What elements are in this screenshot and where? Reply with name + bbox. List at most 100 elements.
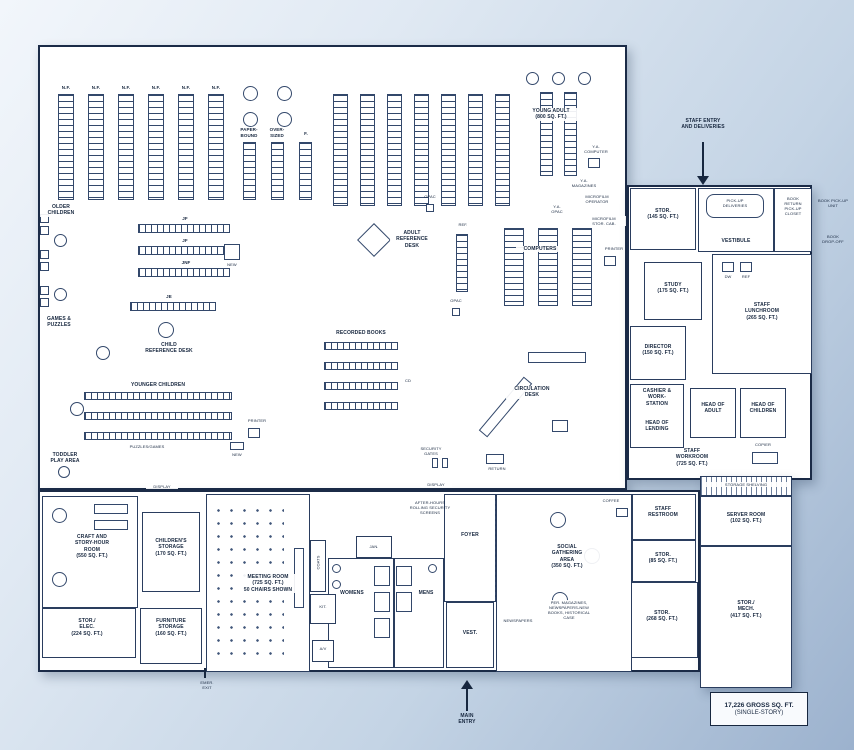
carrel [40, 226, 49, 235]
newspapers-label: NEWSPAPERS [503, 618, 533, 623]
round-table [526, 72, 539, 85]
circulation-desk-kiosk [552, 420, 568, 432]
carrel [40, 250, 49, 259]
jf-label: JF [182, 238, 188, 243]
opac-label: OPAC [424, 194, 436, 199]
carrel [40, 286, 49, 295]
book-stack [387, 94, 402, 206]
mens-label: MENS [418, 590, 434, 596]
book-stack [456, 234, 468, 292]
opac-station [452, 308, 460, 316]
round-table [277, 86, 292, 101]
room-cashier-lending [630, 384, 684, 448]
room-stor-elec [42, 608, 136, 658]
book-row [324, 402, 398, 410]
staff-entry-arrow-line [702, 142, 704, 176]
gross-area-line2: (SINGLE-STORY) [734, 710, 784, 716]
round-table [578, 72, 591, 85]
new-label: NEW [232, 452, 242, 457]
ya-opac-label: Y.A. OPAC [544, 204, 570, 214]
book-row [130, 302, 216, 311]
games-puzzles-label: GAMES & PUZZLES [46, 316, 72, 329]
child-reference-desk-label: CHILD REFERENCE DESK [145, 342, 193, 355]
book-stack [243, 142, 256, 200]
book-stack [540, 92, 553, 176]
book-stack [58, 94, 74, 200]
book-stack [360, 94, 375, 206]
circulation-desk-label: CIRCULATION DESK [506, 386, 558, 399]
jnf-label: JNF [181, 260, 191, 265]
book-stack [118, 94, 134, 200]
staff-entry-label: STAFF ENTRY AND DELIVERIES [681, 118, 725, 131]
coffee-station [616, 508, 628, 517]
book-stack [468, 94, 483, 206]
av-label: A/V [319, 646, 327, 651]
younger-children-label: YOUNGER CHILDREN [130, 382, 186, 388]
round-table [54, 234, 67, 247]
puzzles-games-label: PUZZLES/GAMES [129, 444, 165, 449]
printer [248, 428, 260, 438]
room-av [312, 640, 334, 662]
book-row [84, 392, 232, 400]
room-kit [310, 594, 336, 624]
main-entry-arrow-line [466, 689, 468, 711]
ya-computer-station [588, 158, 600, 168]
gross-area-note: 17,226 GROSS SQ. FT. (SINGLE-STORY) [710, 692, 808, 726]
coats-label: COATS [315, 555, 321, 570]
nf-label: N.F. [121, 85, 131, 90]
room-vest [446, 602, 494, 668]
book-row [324, 362, 398, 370]
ya-computer-label: Y.A. COMPUTER [584, 144, 608, 154]
head-of-lending-label: HEAD OF LENDING [645, 420, 669, 433]
book-row [324, 382, 398, 390]
room-furniture-storage [140, 608, 202, 664]
adult-reference-desk-label: ADULT REFERENCE DESK [390, 230, 434, 249]
room-book-return-closet [774, 188, 812, 252]
carrel [40, 262, 49, 271]
nf-label: N.F. [151, 85, 161, 90]
round-table [70, 402, 84, 416]
toilet-stall [374, 592, 390, 612]
security-gate [432, 458, 438, 468]
microfilm-stor-cab-label: MICROFILM STOR. CAB. [582, 216, 626, 226]
computer-carrels [504, 228, 524, 306]
stor-85-label: STOR. (85 SQ. FT.) [648, 552, 678, 565]
round-table [52, 572, 67, 587]
jan-label: JAN. [369, 544, 379, 549]
book-stack [299, 142, 312, 200]
cd-label: CD [405, 378, 411, 383]
room-head-of-adult [690, 388, 736, 438]
craft-room-label: CRAFT AND STORY-HOUR ROOM (550 SQ. FT.) [74, 534, 110, 559]
printer [604, 256, 616, 266]
after-hours-screen-line [495, 496, 496, 600]
round-table [243, 86, 258, 101]
furniture-storage-label: FURNITURE STORAGE (160 SQ. FT.) [155, 618, 187, 637]
computer-carrels [572, 228, 592, 306]
kit-label: KIT. [319, 604, 327, 609]
return-slot [486, 454, 504, 464]
after-hours-label: AFTER-HOURS ROLLING SECURITY SCREENS [409, 500, 451, 515]
young-adult-label: YOUNG ADULT (800 SQ. FT.) [516, 108, 586, 121]
book-stack [441, 94, 456, 206]
foyer-label: FOYER [461, 532, 479, 538]
craft-table [94, 520, 128, 530]
printer-label: PRINTER [247, 418, 267, 423]
book-stack [333, 94, 348, 206]
nf-label: N.F. [91, 85, 101, 90]
staff-lunchroom-label: STAFF LUNCHROOM (265 SQ. FT.) [745, 302, 779, 321]
coffee-label: COFFEE [602, 498, 620, 503]
main-entry-label: MAIN ENTRY [458, 713, 476, 726]
dishwasher-label: DW [724, 274, 732, 279]
main-entry-arrow-icon [461, 680, 473, 689]
meeting-room-label: MEETING ROOM (725 SQ. FT.) 50 CHAIRS SHO… [234, 574, 302, 593]
refrigerator [740, 262, 752, 272]
book-stack [414, 94, 429, 206]
opac-label: OPAC [450, 298, 462, 303]
room-study [644, 262, 702, 320]
older-children-label: OLDER CHILDREN [40, 204, 82, 217]
book-stack [271, 142, 284, 200]
new-books-display [230, 442, 244, 450]
director-label: DIRECTOR (150 SQ. FT.) [642, 344, 674, 357]
pick-up-deliveries-label: PICK-UP DELIVERIES [722, 198, 748, 208]
